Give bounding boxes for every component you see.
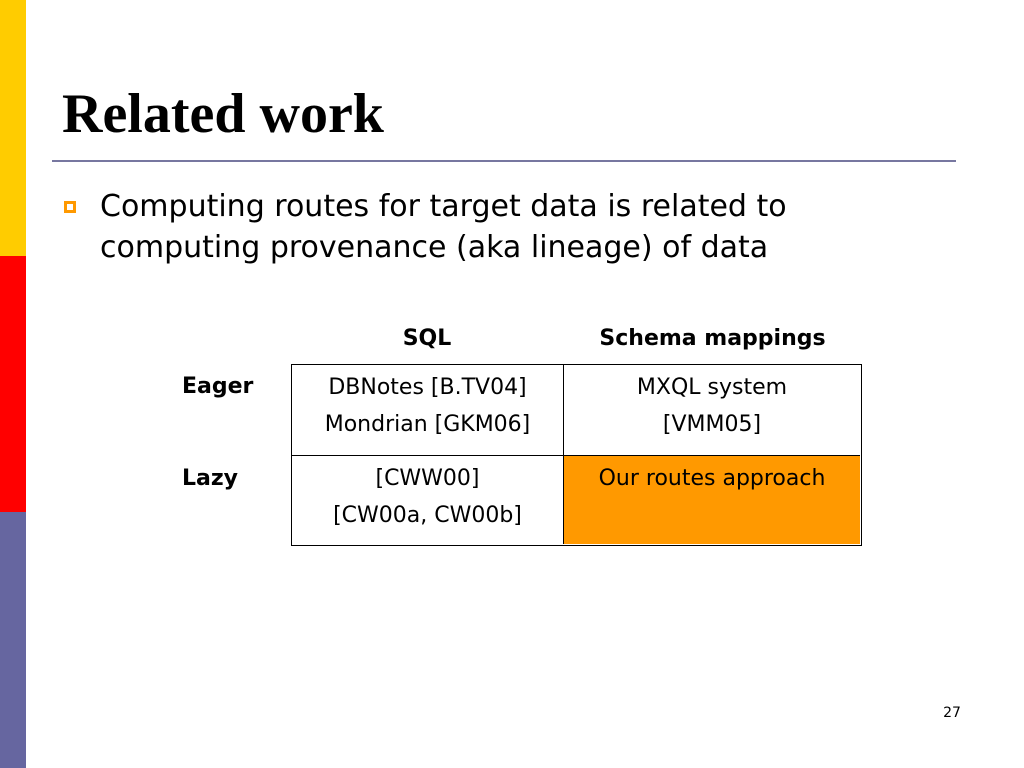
slide-title: Related work bbox=[62, 83, 384, 145]
cell-line: [CW00a, CW00b] bbox=[333, 503, 522, 528]
page-number: 27 bbox=[943, 705, 961, 721]
cell-line: MXQL system bbox=[636, 375, 788, 400]
cell-line: Mondrian [GKM06] bbox=[324, 412, 531, 437]
comparison-table: DBNotes [B.TV04] Mondrian [GKM06] MXQL s… bbox=[291, 364, 862, 546]
sidebar-blue-segment bbox=[0, 512, 26, 768]
bullet-item: Computing routes for target data is rela… bbox=[62, 186, 942, 268]
column-header-schema-mappings: Schema mappings bbox=[599, 326, 826, 351]
row-header-lazy: Lazy bbox=[182, 466, 239, 491]
bullet-text: Computing routes for target data is rela… bbox=[100, 189, 787, 265]
square-bullet-icon bbox=[64, 201, 76, 213]
sidebar-yellow-segment bbox=[0, 0, 26, 256]
sidebar-red-segment bbox=[0, 256, 26, 512]
table-cell-lazy-schema-mappings-highlight: Our routes approach bbox=[564, 456, 860, 544]
cell-line: Our routes approach bbox=[598, 466, 826, 491]
cell-line: [VMM05] bbox=[662, 412, 762, 437]
table-cell-eager-sql: DBNotes [B.TV04] Mondrian [GKM06] bbox=[292, 365, 564, 456]
row-header-eager: Eager bbox=[182, 374, 254, 399]
table-cell-lazy-sql: [CWW00] [CW00a, CW00b] bbox=[292, 456, 564, 544]
cell-line: DBNotes [B.TV04] bbox=[328, 375, 527, 400]
cell-line: [CWW00] bbox=[375, 466, 480, 491]
column-header-sql: SQL bbox=[402, 326, 452, 351]
table-cell-eager-schema-mappings: MXQL system [VMM05] bbox=[564, 365, 860, 456]
title-divider bbox=[52, 160, 956, 162]
